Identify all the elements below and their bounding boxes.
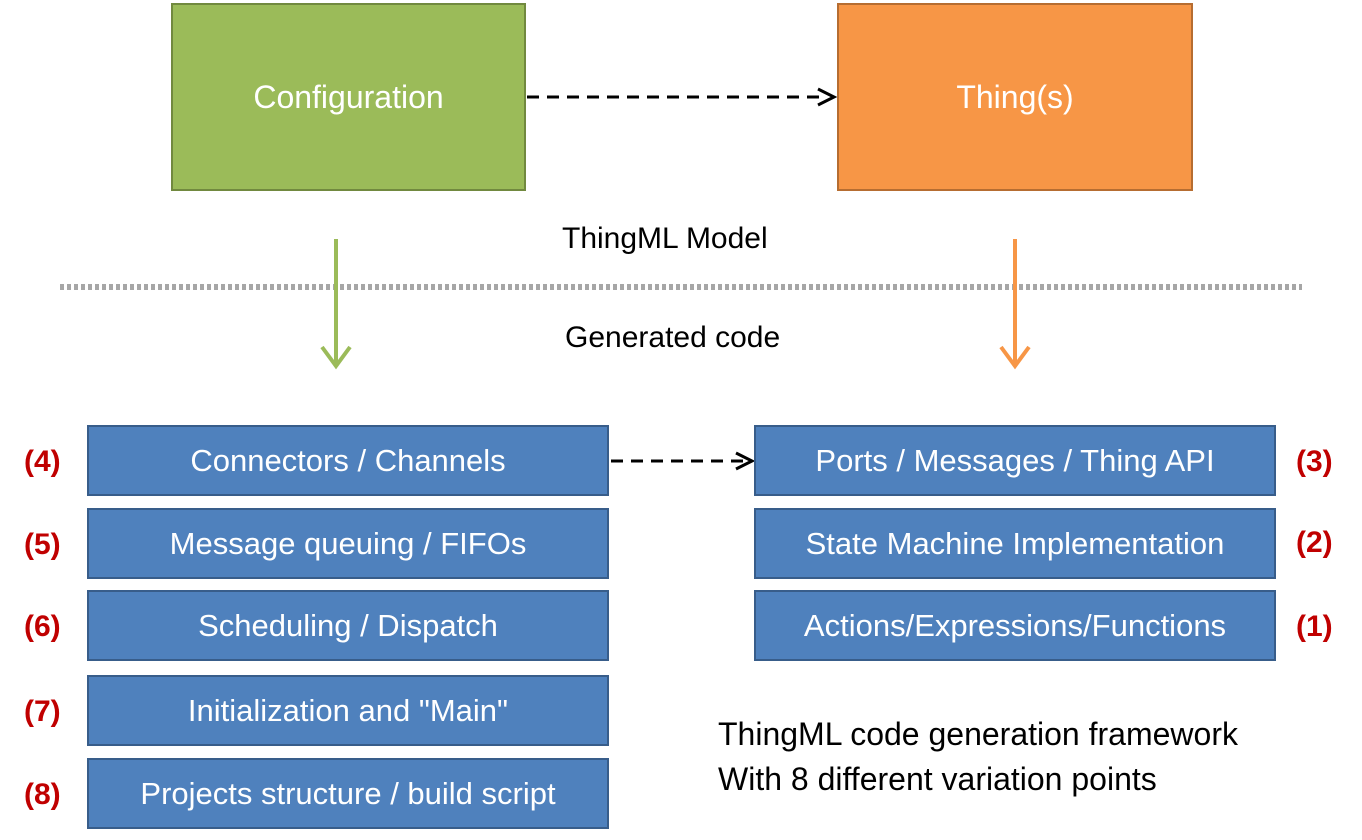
box-label: Scheduling / Dispatch bbox=[198, 607, 498, 643]
connectors-channels-box: Connectors / Channels bbox=[87, 425, 609, 496]
initialization-main-box: Initialization and "Main" bbox=[87, 675, 609, 746]
box-label: Ports / Messages / Thing API bbox=[815, 442, 1215, 478]
box-label: Connectors / Channels bbox=[190, 442, 506, 478]
variation-number: (1) bbox=[1296, 610, 1333, 643]
ports-messages-box: Ports / Messages / Thing API bbox=[754, 425, 1276, 496]
variation-number: (5) bbox=[24, 528, 61, 561]
variation-number: (4) bbox=[24, 445, 61, 478]
config-generation-arrowhead bbox=[320, 345, 352, 370]
message-queuing-box: Message queuing / FIFOs bbox=[87, 508, 609, 579]
framework-note-line1: ThingML code generation framework bbox=[718, 716, 1238, 752]
scheduling-dispatch-box: Scheduling / Dispatch bbox=[87, 590, 609, 661]
configuration-box: Configuration bbox=[171, 3, 526, 191]
projects-structure-box: Projects structure / build script bbox=[87, 758, 609, 829]
variation-number: (2) bbox=[1296, 526, 1333, 559]
config-to-thing-arrowhead bbox=[817, 87, 838, 107]
actions-expressions-box: Actions/Expressions/Functions bbox=[754, 590, 1276, 661]
generated-section-label: Generated code bbox=[565, 321, 781, 354]
box-label: State Machine Implementation bbox=[805, 525, 1225, 561]
things-box: Thing(s) bbox=[837, 3, 1193, 191]
state-machine-box: State Machine Implementation bbox=[754, 508, 1276, 579]
things-label: Thing(s) bbox=[956, 78, 1074, 115]
framework-note-line2: With 8 different variation points bbox=[718, 761, 1157, 797]
variation-number: (8) bbox=[24, 778, 61, 811]
box-label: Initialization and "Main" bbox=[187, 692, 509, 728]
variation-number: (3) bbox=[1296, 445, 1333, 478]
thing-generation-arrowhead bbox=[999, 345, 1031, 370]
variation-number: (7) bbox=[24, 695, 61, 728]
box-label: Message queuing / FIFOs bbox=[169, 525, 527, 561]
box-label: Projects structure / build script bbox=[140, 775, 556, 811]
box-label: Actions/Expressions/Functions bbox=[803, 607, 1227, 643]
variation-number: (6) bbox=[24, 610, 61, 643]
connectors-to-ports-arrowhead bbox=[735, 451, 756, 471]
model-section-label: ThingML Model bbox=[562, 222, 768, 255]
configuration-label: Configuration bbox=[253, 78, 444, 115]
